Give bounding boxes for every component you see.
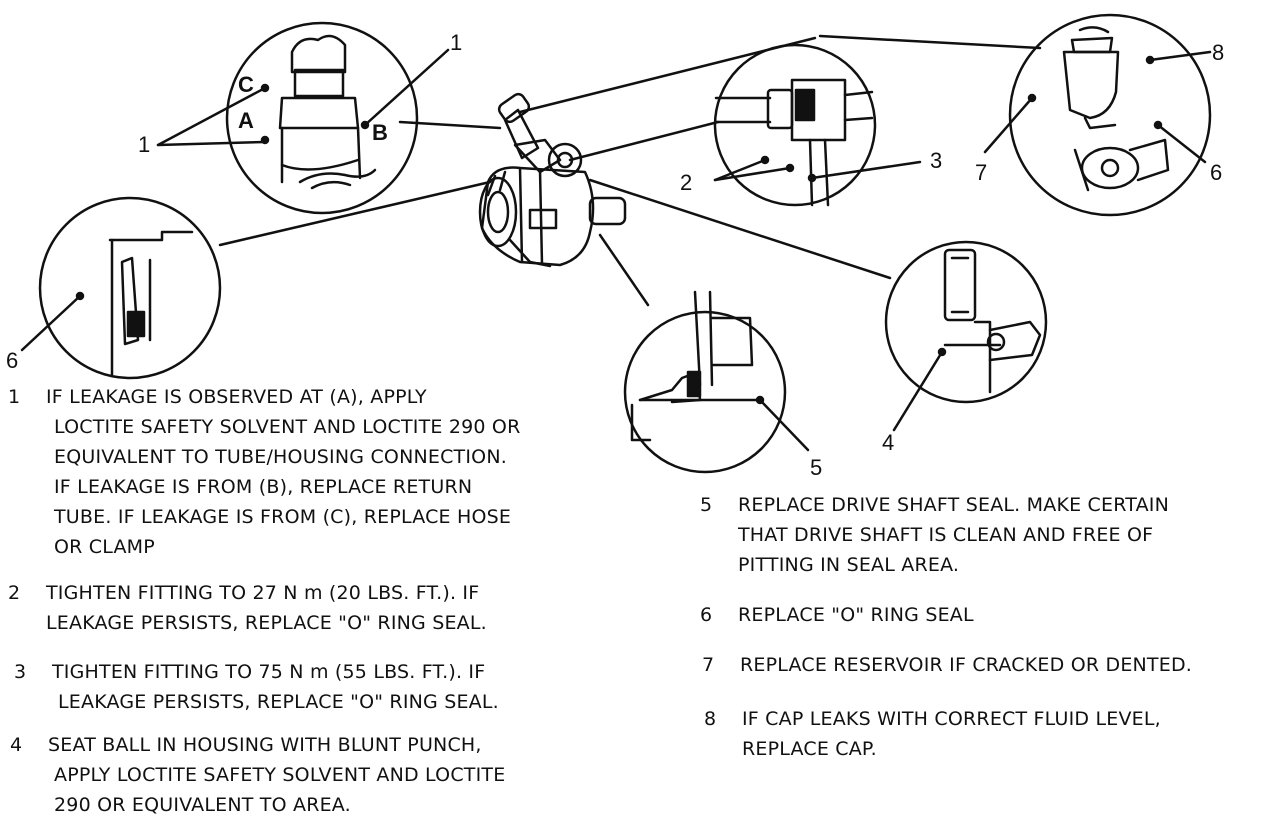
note-3: 3 TIGHTEN FITTING TO 75 N m (55 LBS. FT.… <box>14 657 499 717</box>
note-5: 5 REPLACE DRIVE SHAFT SEAL. MAKE CERTAIN… <box>700 490 1169 580</box>
power-steering-pump <box>478 92 627 268</box>
leader-lines <box>218 34 1042 307</box>
note-line: IF LEAKAGE IS FROM (B), REPLACE RETURN <box>54 476 473 498</box>
note-line: LEAKAGE PERSISTS, REPLACE "O" RING SEAL. <box>58 691 499 713</box>
note-line: TUBE. IF LEAKAGE IS FROM (C), REPLACE HO… <box>54 506 512 528</box>
note-line: OR CLAMP <box>54 536 155 558</box>
callout-7: 7 <box>975 160 987 185</box>
note-line: SEAT BALL IN HOUSING WITH BLUNT PUNCH, <box>48 734 482 756</box>
note-line: TIGHTEN FITTING TO 27 N m (20 LBS. FT.).… <box>46 582 480 604</box>
note-2: 2 TIGHTEN FITTING TO 27 N m (20 LBS. FT.… <box>8 578 487 638</box>
note-line: LEAKAGE PERSISTS, REPLACE "O" RING SEAL. <box>46 612 487 634</box>
detail-circle-shaft-seal <box>623 290 810 474</box>
note-number: 7 <box>702 654 715 676</box>
callout-6-right: 6 <box>1210 160 1222 185</box>
note-number: 6 <box>700 604 713 626</box>
note-number: 1 <box>8 386 21 408</box>
note-line: LOCTITE SAFETY SOLVENT AND LOCTITE 290 O… <box>54 416 521 438</box>
note-number: 8 <box>704 708 717 730</box>
note-line: REPLACE RESERVOIR IF CRACKED OR DENTED. <box>740 654 1193 676</box>
note-line: REPLACE DRIVE SHAFT SEAL. MAKE CERTAIN <box>738 494 1169 516</box>
note-1: 1 IF LEAKAGE IS OBSERVED AT (A), APPLY L… <box>8 382 521 562</box>
note-line: IF CAP LEAKS WITH CORRECT FLUID LEVEL, <box>742 708 1161 730</box>
detail-circle-reservoir <box>983 13 1212 217</box>
callout-4: 4 <box>882 430 894 455</box>
callout-3: 3 <box>930 148 942 173</box>
note-number: 5 <box>700 494 713 516</box>
note-line: EQUIVALENT TO TUBE/HOUSING CONNECTION. <box>54 446 507 468</box>
detail-circle-abc <box>156 21 450 215</box>
note-6: 6 REPLACE "O" RING SEAL <box>700 600 974 630</box>
callout-6-left: 6 <box>6 348 18 373</box>
letter-c: C <box>238 72 254 97</box>
note-8: 8 IF CAP LEAKS WITH CORRECT FLUID LEVEL,… <box>704 704 1161 764</box>
note-line: REPLACE "O" RING SEAL <box>738 604 974 626</box>
detail-circle-ball <box>884 240 1048 432</box>
letter-a: A <box>238 108 254 133</box>
callout-1: 1 <box>138 132 150 157</box>
letter-b: B <box>372 120 388 145</box>
note-number: 4 <box>10 734 23 756</box>
callout-1-top: 1 <box>450 30 462 55</box>
note-line: REPLACE CAP. <box>742 738 877 760</box>
note-line: PITTING IN SEAL AREA. <box>738 554 960 576</box>
note-number: 3 <box>14 661 27 683</box>
note-line: 290 OR EQUIVALENT TO AREA. <box>54 794 351 816</box>
callout-8: 8 <box>1212 40 1224 65</box>
note-line: APPLY LOCTITE SAFETY SOLVENT AND LOCTITE <box>54 764 506 786</box>
note-number: 2 <box>8 582 21 604</box>
detail-circle-oring <box>20 196 222 380</box>
note-line: IF LEAKAGE IS OBSERVED AT (A), APPLY <box>46 386 427 408</box>
detail-circle-fittings <box>713 43 922 207</box>
note-line: TIGHTEN FITTING TO 75 N m (55 LBS. FT.).… <box>52 661 486 683</box>
note-line: THAT DRIVE SHAFT IS CLEAN AND FREE OF <box>738 524 1154 546</box>
callout-5: 5 <box>810 455 822 480</box>
note-4: 4 SEAT BALL IN HOUSING WITH BLUNT PUNCH,… <box>10 730 505 820</box>
callout-2: 2 <box>680 170 692 195</box>
note-7: 7 REPLACE RESERVOIR IF CRACKED OR DENTED… <box>702 650 1192 680</box>
